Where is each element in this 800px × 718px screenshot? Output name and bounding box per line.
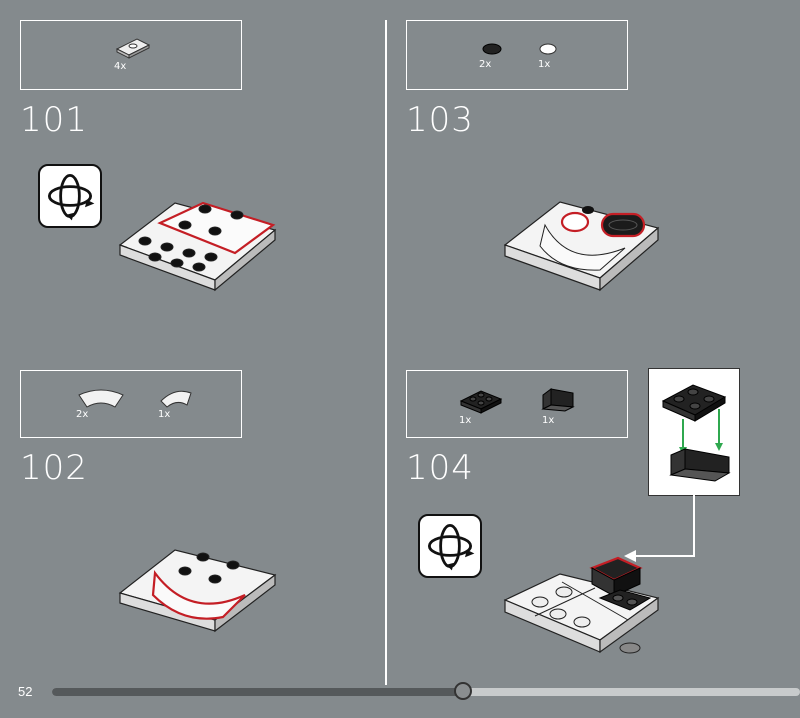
part-qty: 1x — [459, 415, 472, 426]
model-step-103 — [503, 201, 660, 292]
rotate-model-icon — [38, 164, 102, 228]
sub-assembly-callout — [648, 368, 740, 496]
model-step-101 — [118, 201, 277, 292]
progress-knob[interactable] — [454, 682, 473, 700]
plate-1x2-jumper-icon — [115, 38, 151, 59]
part-qty: 2x — [76, 409, 89, 420]
callout-connector-arrow — [624, 494, 695, 562]
plate-2x2-black-icon — [459, 390, 503, 414]
parts-box-step-101: 4x — [20, 20, 242, 90]
round-tile-white-icon — [539, 43, 557, 55]
parts-box-step-103: 2x 1x — [406, 20, 628, 90]
part-qty: 4x — [114, 61, 127, 72]
step-number-101: 101 — [20, 100, 88, 140]
sub-assembly-diagram — [661, 384, 731, 482]
curved-tile-icon — [78, 389, 124, 408]
bracket-black-icon — [541, 388, 575, 412]
round-tile-black-icon — [482, 43, 502, 55]
progress-fill — [52, 688, 464, 696]
small-curved-tile-icon — [160, 390, 192, 408]
part-qty: 1x — [158, 409, 171, 420]
model-step-104 — [503, 556, 660, 654]
page-divider — [385, 20, 387, 685]
part-qty: 1x — [542, 415, 555, 426]
model-step-102 — [118, 549, 277, 633]
page-number: 52 — [18, 684, 33, 699]
part-qty: 2x — [479, 59, 492, 70]
part-qty: 1x — [538, 59, 551, 70]
step-number-104: 104 — [406, 448, 474, 488]
rotate-model-icon — [418, 514, 482, 578]
step-number-102: 102 — [20, 448, 88, 488]
step-number-103: 103 — [406, 100, 474, 140]
parts-box-step-102: 2x 1x — [20, 370, 242, 438]
parts-box-step-104: 1x 1x — [406, 370, 628, 438]
